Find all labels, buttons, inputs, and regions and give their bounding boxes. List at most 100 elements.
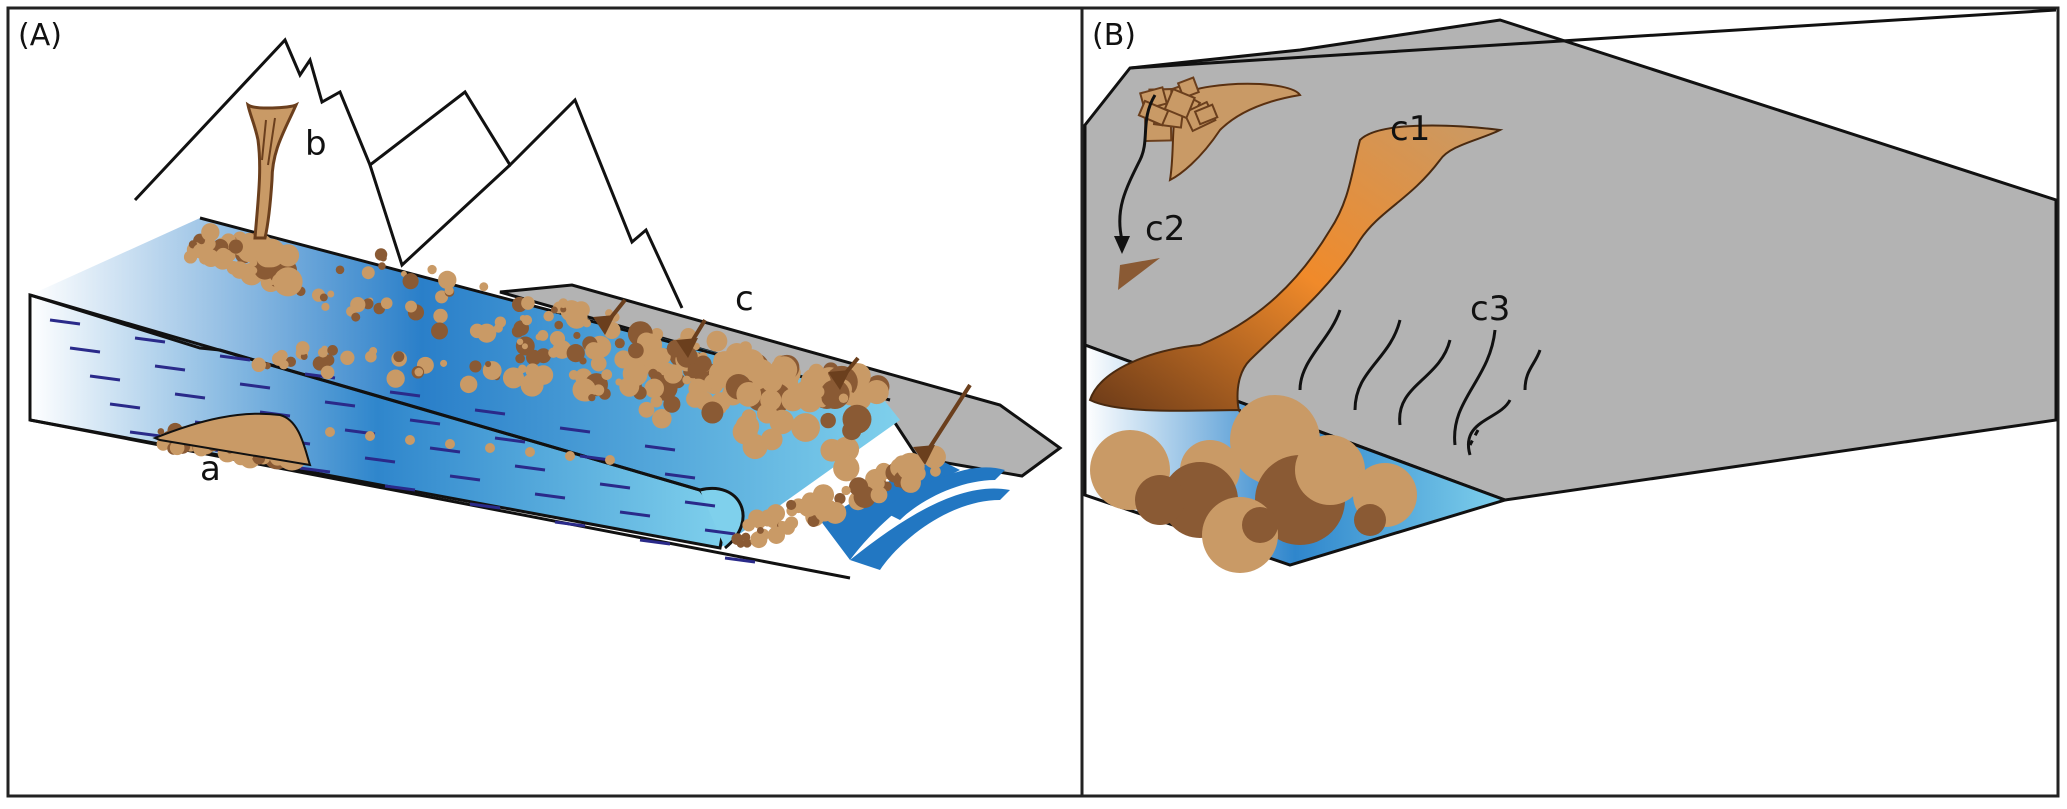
debris-clast <box>820 438 844 462</box>
label-c2: c2 <box>1145 209 1185 249</box>
debris-clast <box>361 266 375 280</box>
label-c3: c3 <box>1470 289 1510 329</box>
debris-clast <box>379 254 387 262</box>
boulder <box>1354 504 1386 536</box>
debris-clast <box>573 331 581 340</box>
debris-clast <box>228 239 243 254</box>
boulder <box>1295 435 1365 505</box>
debris-clast <box>648 368 658 379</box>
flow-dash <box>364 456 396 464</box>
rockfall-arrows <box>593 298 972 465</box>
rock-block <box>1193 103 1219 126</box>
debris-clast <box>405 300 417 313</box>
debris-clast <box>276 349 288 362</box>
debris-clast <box>350 297 366 313</box>
flow-dash <box>514 464 546 472</box>
debris-clast <box>479 282 489 292</box>
flow-dash <box>384 484 416 492</box>
slope-back-edge <box>1129 8 2057 70</box>
debris-clast <box>526 382 540 397</box>
flow-dash <box>684 500 716 508</box>
debris-clast <box>549 330 566 347</box>
debris-clast <box>320 365 335 380</box>
debris-clast <box>249 259 258 267</box>
rockfall-trajectory-arrow <box>1118 94 1157 241</box>
debris-clast <box>273 267 303 297</box>
flow-dash <box>109 402 141 410</box>
label-b: b <box>305 124 327 164</box>
debris-clast <box>896 452 925 481</box>
panel-b-label: (B) <box>1092 18 1136 53</box>
debris-clast <box>554 320 564 330</box>
debris-clast <box>535 333 543 341</box>
debris-clast <box>477 323 497 343</box>
debris-clast <box>365 431 375 441</box>
debris-clast <box>525 447 535 457</box>
flow-dash <box>239 382 271 390</box>
debris-clast <box>601 369 613 380</box>
flow-dash <box>154 364 186 372</box>
debris-clast <box>295 341 310 355</box>
debris-clast <box>731 533 744 545</box>
debris-clast <box>785 391 796 402</box>
debris-clast <box>431 322 448 340</box>
meltwater-streams <box>820 460 1010 570</box>
rock-blocks <box>1137 76 1219 142</box>
debris-clast <box>568 370 579 380</box>
debris-clast <box>300 353 308 360</box>
flow-dash <box>639 538 671 546</box>
debris-clast <box>663 364 683 384</box>
debris-clast <box>560 306 567 313</box>
debris-clast <box>469 360 482 373</box>
debris-clast <box>644 378 665 399</box>
debris-clast <box>157 428 165 435</box>
debris-clast <box>748 509 766 527</box>
debris-clast <box>198 237 205 245</box>
debris-clast <box>663 395 681 413</box>
debris-clast <box>435 290 449 304</box>
debris-clast <box>708 361 733 385</box>
flow-dash <box>389 390 421 398</box>
debris-clast <box>566 344 585 363</box>
debris-clast <box>930 466 941 477</box>
debris-clast <box>543 310 554 322</box>
boulder <box>1242 507 1278 543</box>
debris-clast <box>756 526 764 534</box>
debris-clast <box>701 401 724 424</box>
flow-dash <box>469 502 501 510</box>
flow-dash <box>619 510 651 518</box>
flow-dash <box>724 556 756 564</box>
debris-clast <box>590 355 607 372</box>
debris-clast <box>565 306 588 329</box>
debris-clast <box>741 532 751 542</box>
debris-clast <box>592 384 605 396</box>
debris-clast <box>605 455 615 465</box>
debris-clast <box>706 330 728 352</box>
debris-clast <box>279 359 289 370</box>
debris-clast <box>842 420 862 441</box>
debris-clast <box>807 515 820 527</box>
debris-clast <box>791 413 820 442</box>
flow-dash <box>579 454 611 462</box>
debris-clast <box>872 477 885 490</box>
flow-dash <box>174 392 206 400</box>
flow-dash <box>559 426 591 434</box>
rock-block <box>1137 99 1170 127</box>
debris-clast <box>237 238 262 263</box>
debris-clast <box>518 364 527 374</box>
debris-clast <box>444 286 454 296</box>
flow-dash <box>644 444 676 452</box>
debris-clast <box>256 238 286 268</box>
debris-clast <box>588 394 596 402</box>
debris-clast <box>493 323 503 333</box>
moraine-a <box>152 412 312 467</box>
flow-dash <box>474 408 506 416</box>
debris-clast <box>325 427 335 437</box>
debris-clast <box>249 266 258 275</box>
debris-clast <box>682 375 692 385</box>
debris-clast <box>548 347 559 358</box>
flow-dash <box>299 466 331 474</box>
debris-clast <box>516 338 524 345</box>
rock-fragment <box>1118 258 1160 290</box>
debris-clast <box>820 412 836 429</box>
